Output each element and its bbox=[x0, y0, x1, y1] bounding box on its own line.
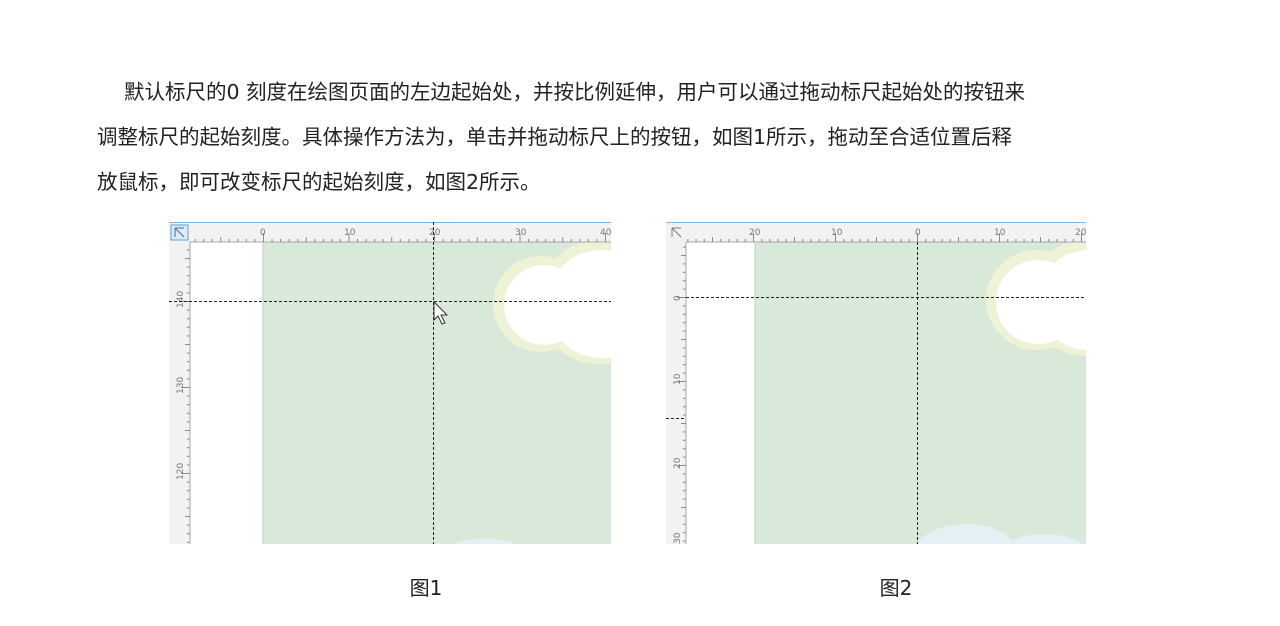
ruler-origin-icon[interactable] bbox=[170, 224, 189, 241]
h-ruler-label: 40 bbox=[600, 228, 611, 238]
figure-2: 20 10 0 10 20 0 10 20 30 bbox=[666, 222, 1086, 544]
horizontal-ruler[interactable] bbox=[666, 222, 1086, 242]
vertical-ruler[interactable] bbox=[169, 222, 190, 544]
v-ruler-label: 0 bbox=[673, 295, 683, 301]
v-ruler-label: 140 bbox=[176, 291, 186, 308]
h-ruler-label: 30 bbox=[515, 228, 527, 238]
mouse-pointer-icon bbox=[433, 300, 449, 325]
h-ruler-label: 0 bbox=[260, 228, 266, 238]
paragraph-line-2: 调整标尺的起始刻度。具体操作方法为，单击并拖动标尺上的按钮，如图1所示，拖动至合… bbox=[97, 125, 1013, 149]
h-ruler-label: 10 bbox=[344, 228, 356, 238]
paragraph-line-3: 放鼠标，即可改变标尺的起始刻度，如图2所示。 bbox=[97, 170, 541, 194]
h-ruler-label: 0 bbox=[915, 228, 921, 238]
v-ruler-label: 130 bbox=[176, 377, 186, 394]
figure-1: 0 10 20 30 40 140 130 120 bbox=[169, 222, 611, 544]
v-ruler-label: 120 bbox=[176, 463, 186, 480]
figure-2-caption: 图2 bbox=[879, 576, 913, 600]
intro-paragraph: 默认标尺的0 刻度在绘图页面的左边起始处，并按比例延伸，用户可以通过拖动标尺起始… bbox=[97, 70, 1187, 205]
h-ruler-label: 10 bbox=[831, 228, 843, 238]
h-ruler-label: 20 bbox=[749, 228, 761, 238]
v-ruler-label: 10 bbox=[673, 373, 683, 385]
h-ruler-label: 20 bbox=[429, 228, 441, 238]
paragraph-line-1: 默认标尺的0 刻度在绘图页面的左边起始处，并按比例延伸，用户可以通过拖动标尺起始… bbox=[124, 80, 1026, 104]
figure-1-caption: 图1 bbox=[409, 576, 443, 600]
cloud-bottom-shape bbox=[916, 524, 1083, 544]
h-ruler-label: 20 bbox=[1075, 228, 1086, 238]
horizontal-ruler[interactable] bbox=[169, 222, 611, 242]
figure-2-canvas: 20 10 0 10 20 0 10 20 30 bbox=[666, 222, 1086, 544]
h-ruler-label: 10 bbox=[994, 228, 1006, 238]
figure-1-canvas: 0 10 20 30 40 140 130 120 bbox=[169, 222, 611, 544]
ruler-origin-icon[interactable] bbox=[671, 227, 682, 238]
v-ruler-label: 20 bbox=[673, 457, 683, 469]
v-ruler-label: 30 bbox=[673, 532, 683, 544]
vertical-ruler[interactable] bbox=[666, 222, 686, 544]
